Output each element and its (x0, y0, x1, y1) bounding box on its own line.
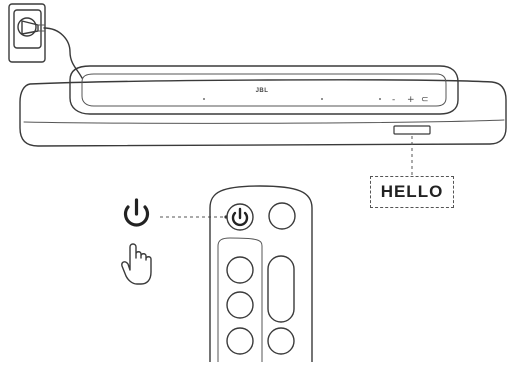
remote-power-button (226, 203, 254, 231)
remote-button (268, 202, 296, 230)
display-readout: HELLO (370, 176, 454, 208)
remote-power-button-icon (231, 207, 249, 227)
power-plug-icon (21, 20, 83, 79)
remote-control (209, 185, 313, 363)
soundbar: JBL - + ⊂ (19, 65, 507, 147)
brand-logo: JBL (256, 88, 269, 94)
remote-volume-rocker (267, 255, 295, 323)
remote-button (226, 256, 254, 284)
wall-socket-icon (8, 3, 46, 63)
soundbar-display (393, 125, 431, 135)
remote-button (267, 327, 295, 355)
power-icon (123, 198, 150, 227)
volume-down-control: - (392, 95, 395, 105)
volume-up-control: + (407, 95, 415, 105)
remote-button (226, 327, 254, 355)
source-control: ⊂ (421, 95, 429, 105)
remote-button (226, 291, 254, 319)
finger-press-icon (121, 243, 152, 285)
